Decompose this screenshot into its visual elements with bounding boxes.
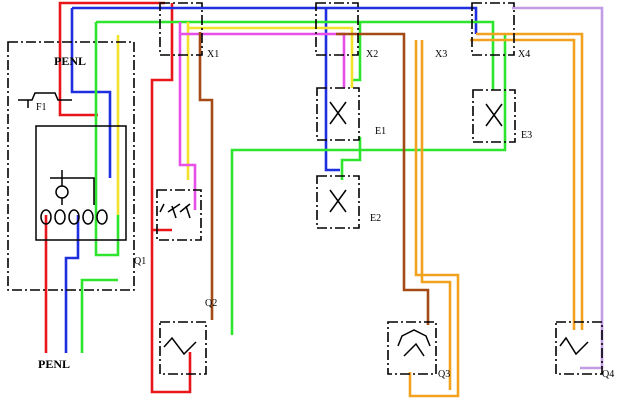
label-e2: E2: [370, 213, 381, 224]
switch-double: [156, 189, 202, 241]
switch-q4: [555, 321, 603, 375]
wire-red-main: [150, 3, 192, 394]
label-x3: X3: [435, 49, 447, 60]
label-e1: E1: [375, 126, 386, 137]
wire-blue-main: [70, 6, 478, 178]
lamps: [316, 87, 516, 229]
wire-brown-q2: [198, 32, 214, 320]
wires: [44, 1, 604, 398]
label-q2: Q2: [205, 298, 217, 309]
wire-orange-1: [408, 40, 460, 398]
label-q3: Q3: [438, 369, 450, 380]
junction-box-x1: [159, 2, 203, 56]
label-x1: X1: [207, 49, 219, 60]
switch-q3: [387, 321, 437, 375]
junction-box-x2: [315, 2, 359, 56]
label-x2: X2: [366, 49, 378, 60]
label-f1: F1: [36, 102, 47, 113]
wire-green-q1: [80, 278, 118, 353]
q1-wiring-symbol: [50, 170, 95, 205]
wire-magenta: [178, 22, 346, 210]
junction-boxes: [159, 2, 515, 56]
distribution-panel: [7, 41, 135, 291]
wire-orange-2: [420, 40, 452, 390]
q1-meter-symbol: [55, 185, 69, 199]
f1-breaker-symbol: [18, 92, 72, 108]
lamp-e3: [472, 89, 516, 143]
wire-lilac: [512, 6, 604, 370]
wire-brown-q3: [336, 32, 430, 325]
label-q4: Q4: [602, 369, 614, 380]
labels: PENL PENL F1 Q1 Q2 Q3 Q4 X1 X2 X3 X4 E1 …: [36, 49, 614, 380]
panel-outer-frame: [7, 41, 135, 291]
panel-inner-frame: [35, 125, 127, 241]
wire-orange-3: [470, 32, 584, 330]
label-q1: Q1: [134, 256, 146, 267]
lamp-e1: [316, 87, 360, 141]
switches: [156, 189, 603, 375]
q1-terminals: [40, 209, 108, 225]
wire-blue-penl: [64, 215, 80, 353]
switch-q2: [159, 321, 207, 375]
lamp-e2: [316, 175, 360, 229]
wire-green-main: [94, 20, 495, 257]
wire-red-penl: [58, 1, 165, 117]
label-x4: X4: [518, 49, 530, 60]
label-penl-top: PENL: [54, 54, 86, 68]
junction-box-x4: [471, 2, 515, 56]
wire-green-q4: [230, 34, 507, 335]
label-penl-bottom: PENL: [38, 357, 70, 371]
wire-yellow-x1-e1: [186, 22, 354, 180]
label-e3: E3: [521, 130, 532, 141]
